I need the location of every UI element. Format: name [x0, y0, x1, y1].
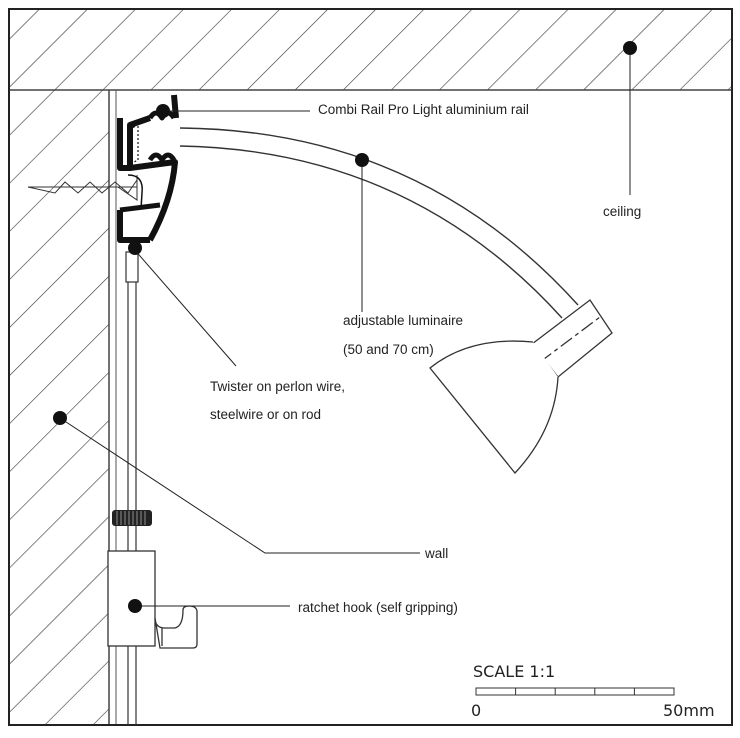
knurled-nut	[112, 510, 152, 526]
leader-lines	[59, 48, 631, 607]
label-twister-1: Twister on perlon wire,	[210, 379, 346, 394]
scale-bar	[475, 687, 675, 696]
ratchet-hook	[107, 550, 198, 649]
frame-border	[8, 8, 733, 726]
scale-title: SCALE 1:1	[473, 662, 556, 681]
twister	[125, 251, 139, 283]
rail-profile	[117, 94, 179, 243]
luminaire-arm	[179, 127, 579, 319]
ceiling-hatch	[9, 9, 732, 90]
callout-dots	[53, 41, 637, 613]
label-ceiling: ceiling	[603, 204, 642, 219]
wall-hatch	[9, 90, 109, 725]
scale-start: 0	[471, 701, 482, 720]
screw	[27, 175, 138, 201]
label-hook: ratchet hook (self gripping)	[298, 600, 458, 615]
label-twister-2: steelwire or on rod	[210, 407, 322, 422]
luminaire-head	[429, 299, 613, 474]
scale-end: 50mm	[663, 701, 715, 720]
label-wall: wall	[425, 546, 449, 561]
label-luminaire-2: (50 and 70 cm)	[343, 342, 434, 357]
label-luminaire-1: adjustable luminaire	[343, 313, 464, 328]
label-rail: Combi Rail Pro Light aluminium rail	[318, 102, 529, 117]
